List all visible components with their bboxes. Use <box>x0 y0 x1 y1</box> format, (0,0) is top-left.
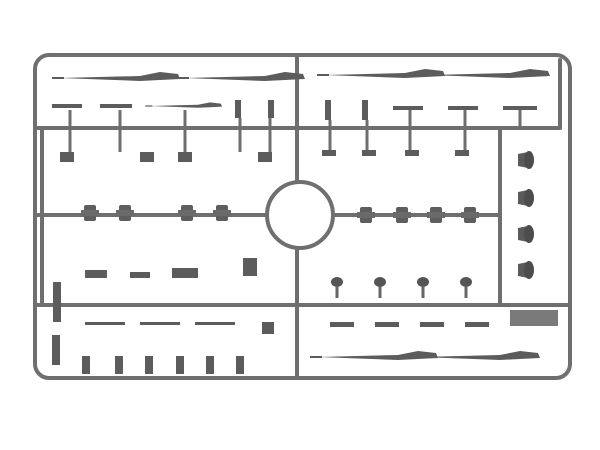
cups <box>518 151 534 279</box>
helmets <box>331 277 472 298</box>
bottom-small-parts <box>52 335 244 374</box>
logo-tab <box>510 310 558 326</box>
sprue-frame <box>33 53 572 380</box>
pistols-and-tools <box>53 258 489 334</box>
small-parts-top <box>52 100 537 162</box>
gates-top <box>68 110 522 152</box>
